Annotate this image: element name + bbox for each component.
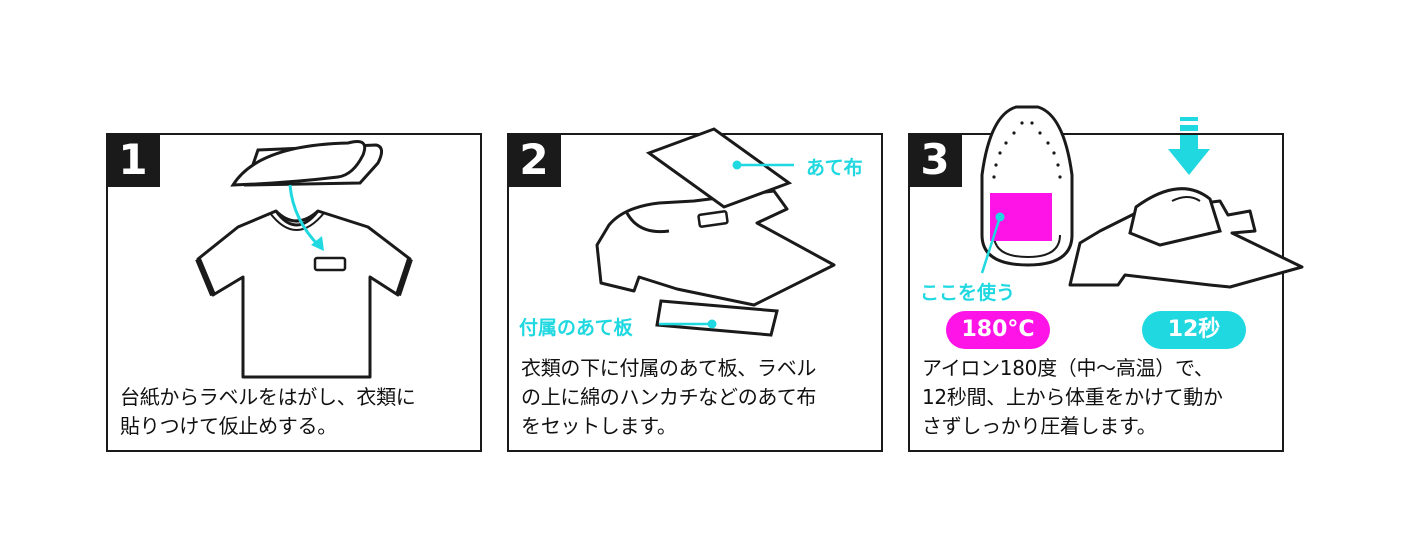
time-badge: 12秒 <box>1142 311 1246 349</box>
callout-press-cloth: あて布 <box>806 157 863 179</box>
steam-holes <box>992 121 1062 179</box>
callout-use-area: ここを使う <box>920 282 1016 304</box>
step-1-number: 1 <box>106 133 160 187</box>
callout-board: 付属のあて板 <box>519 317 633 339</box>
step-3-illustration <box>980 105 1304 289</box>
step-3-panel: 3 ここを使う 180°C 12秒 アイロン180度（中～高温）で、 12秒間、… <box>908 105 1304 452</box>
step-2-description: 衣類の下に付属のあて板、ラベル の上に綿のハンカチなどのあて布 をセットします。 <box>521 356 817 438</box>
step-2-illustration <box>595 127 836 337</box>
step-1-description: 台紙からラベルをはがし、衣類に 貼りつけて仮止めする。 <box>120 385 416 438</box>
press-down-arrow <box>1168 117 1210 175</box>
step-2-number: 2 <box>507 133 561 187</box>
step-1-illustration <box>195 140 413 379</box>
temperature-badge: 180°C <box>946 311 1050 349</box>
step-2-panel: 2 あて布 付属のあて板 衣類の下に付属のあて板、ラベル の上に綿のハンカチなど… <box>507 127 883 452</box>
step-1-panel: 1 台紙からラベルをはがし、衣類に 貼りつけて仮止めする。 <box>106 133 482 452</box>
step-3-description: アイロン180度（中～高温）で、 12秒間、上から体重をかけて動か さずしっかり… <box>922 356 1223 438</box>
step-3-number: 3 <box>908 133 962 187</box>
